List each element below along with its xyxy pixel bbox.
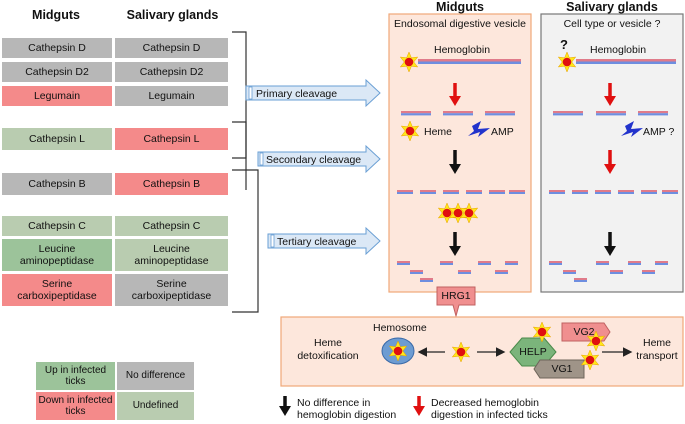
amp-lightning-icon-salivary bbox=[621, 121, 643, 137]
cell-type-title: Cell type or vesicle ? bbox=[563, 18, 661, 30]
enzyme-mid-cathepsin-c: Cathepsin C bbox=[2, 216, 112, 236]
endosomal-vesicle-title: Endosomal digestive vesicle bbox=[394, 18, 526, 30]
enzyme-mid-cathepsin-l: Cathepsin L bbox=[2, 128, 112, 150]
help-label: HELP bbox=[519, 346, 547, 358]
legend-up: Up in infected ticks bbox=[36, 362, 115, 390]
bracket-primary bbox=[232, 31, 247, 159]
enzyme-sal-cathepsin-d2: Cathepsin D2 bbox=[115, 62, 228, 82]
amp-lightning-icon bbox=[468, 121, 490, 137]
hemosome-label: Hemosome bbox=[373, 322, 427, 334]
enzyme-mid-cathepsin-d: Cathepsin D bbox=[2, 38, 112, 58]
tertiary-cleavage-label: Tertiary cleavage bbox=[277, 236, 357, 248]
legend-black-arrow bbox=[279, 406, 291, 416]
enzyme-sal-cathepsin-c: Cathepsin C bbox=[115, 216, 228, 236]
enzyme-sal-cathepsin-l: Cathepsin L bbox=[115, 128, 228, 150]
hemoglobin-label-mid: Hemoglobin bbox=[434, 44, 491, 56]
enzyme-sal-cathepsin-d: Cathepsin D bbox=[115, 38, 228, 58]
primary-cleavage-label: Primary cleavage bbox=[256, 88, 338, 100]
heme-transport-label: Heme transport bbox=[636, 337, 678, 362]
vg2-label: VG2 bbox=[573, 326, 595, 338]
legend-no-difference: No difference bbox=[117, 362, 194, 390]
enzyme-mid-cathepsin-b: Cathepsin B bbox=[2, 173, 112, 195]
primary-cleavage-arrow bbox=[245, 78, 381, 108]
legend-red-arrow-label: Decreased hemoglobin digestion in infect… bbox=[431, 397, 548, 421]
vg1-shape bbox=[533, 359, 585, 379]
salivary-header-right: Salivary glands bbox=[566, 0, 658, 14]
question-mark: ? bbox=[560, 37, 568, 52]
secondary-cleavage-label: Secondary cleavage bbox=[266, 154, 362, 166]
help-shape bbox=[509, 337, 557, 367]
enzyme-mid-legumain: Legumain bbox=[2, 86, 112, 106]
hemoglobin-label-sal: Hemoglobin bbox=[590, 44, 647, 56]
tertiary-cleavage-arrow bbox=[267, 226, 381, 256]
heme-label: Heme bbox=[424, 126, 453, 138]
hrg1-shape bbox=[436, 286, 476, 318]
heme-detoxification-label: Heme detoxification bbox=[297, 337, 359, 362]
enzyme-sal-cathepsin-b: Cathepsin B bbox=[115, 173, 228, 195]
legend-black-arrow-label: No difference in hemoglobin digestion bbox=[297, 397, 397, 421]
legend-undefined: Undefined bbox=[117, 392, 194, 420]
legend-down: Down in infected ticks bbox=[36, 392, 115, 420]
enzyme-sal-legumain: Legumain bbox=[115, 86, 228, 106]
bracket-secondary bbox=[232, 121, 247, 190]
enzyme-mid-cathepsin-d2: Cathepsin D2 bbox=[2, 62, 112, 82]
bracket-tertiary bbox=[232, 169, 259, 313]
enzyme-sal-serine-carboxipeptidase: Serine carboxipeptidase bbox=[115, 274, 228, 306]
midguts-header-left: Midguts bbox=[32, 8, 80, 22]
secondary-cleavage-arrow bbox=[257, 144, 381, 174]
enzyme-mid-serine-carboxipeptidase: Serine carboxipeptidase bbox=[2, 274, 112, 306]
vg1-label: VG1 bbox=[551, 363, 573, 375]
enzyme-mid-leucine-aminopeptidase: Leucine aminopeptidase bbox=[2, 239, 112, 271]
midguts-header-right: Midguts bbox=[436, 0, 484, 14]
amp-label-sal: AMP ? bbox=[643, 126, 675, 138]
amp-label-mid: AMP bbox=[491, 126, 514, 138]
hrg1-label: HRG1 bbox=[441, 290, 471, 302]
enzyme-sal-leucine-aminopeptidase: Leucine aminopeptidase bbox=[115, 239, 228, 271]
legend-red-arrow bbox=[413, 406, 425, 416]
salivary-header-left: Salivary glands bbox=[126, 8, 219, 22]
